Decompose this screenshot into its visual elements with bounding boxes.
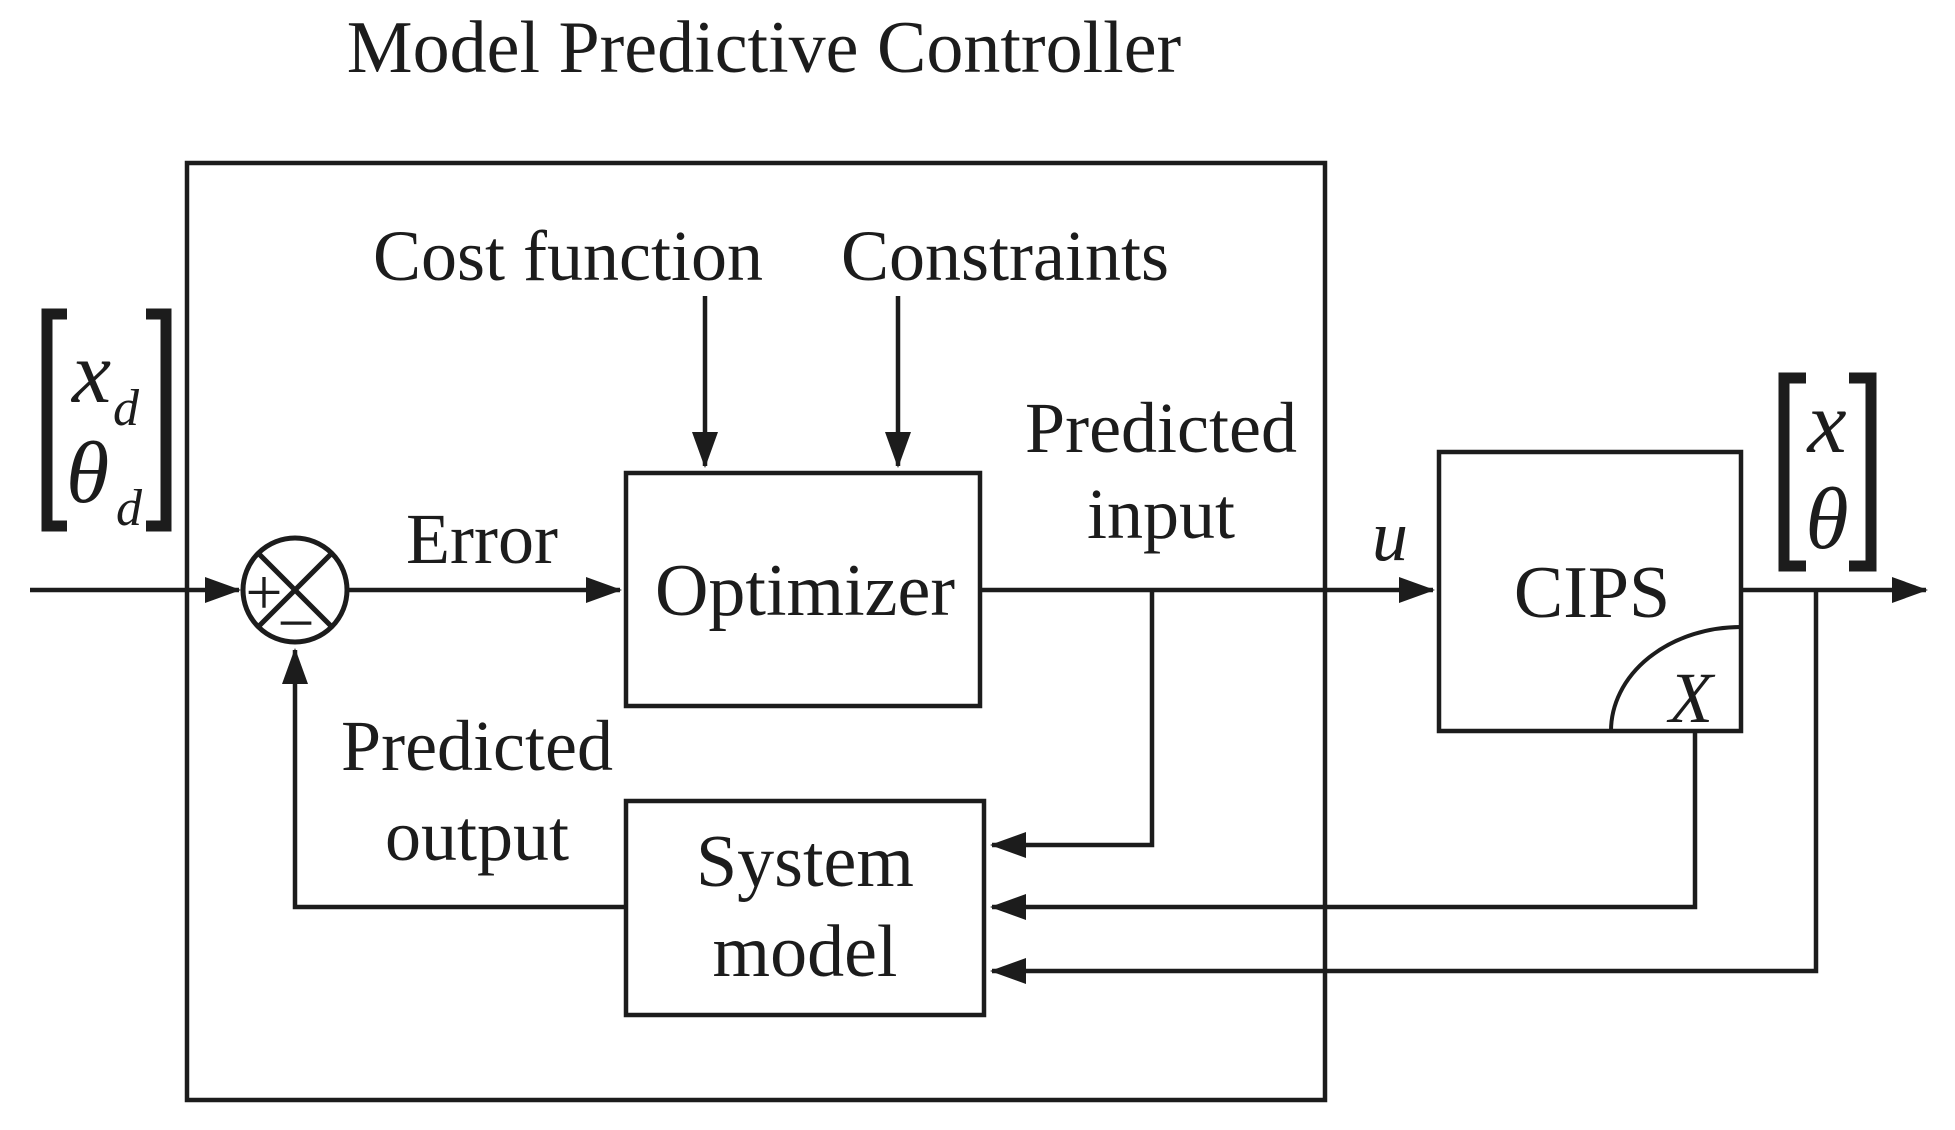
optimizer-label: Optimizer	[655, 550, 955, 632]
input-vector-row1: x	[70, 325, 111, 422]
input-vector-row1-subscript: d	[113, 380, 140, 437]
predicted-output-label: Predicted output	[341, 706, 613, 876]
input-vector-row2-subscript: d	[116, 480, 143, 537]
output-vector-row1: x	[1805, 375, 1846, 472]
mpc-boundary-box	[184, 160, 1328, 1103]
input-vector: x d θ d	[41, 308, 172, 537]
cost-function-label: Cost function	[373, 216, 763, 296]
cips-corner-arc	[1609, 625, 1742, 732]
state-feedback-arrow	[990, 731, 1698, 920]
predicted-output-feedback-arrow	[282, 648, 626, 910]
plus-sign: +	[245, 556, 282, 629]
system-model-label-line2: model	[713, 911, 898, 993]
output-vector-left-bracket	[1778, 372, 1806, 572]
predicted-output-label-line1: Predicted	[341, 706, 613, 786]
predicted-input-label-line1: Predicted	[1025, 388, 1297, 468]
predicted-input-label-line2: input	[1087, 474, 1235, 554]
output-vector-row2: θ	[1805, 471, 1848, 568]
error-label: Error	[406, 499, 558, 579]
diagram-title: Model Predictive Controller	[347, 7, 1181, 89]
input-vector-right-bracket	[146, 308, 172, 532]
output-feedback-arrow	[990, 590, 1819, 984]
cips-label: CIPS	[1514, 552, 1670, 634]
state-output-label: X	[1666, 658, 1716, 738]
minus-sign: −	[277, 587, 314, 660]
output-vector-right-bracket	[1849, 372, 1877, 572]
summing-junction-cross-2	[256, 551, 334, 629]
control-input-label: u	[1372, 496, 1408, 576]
summing-junction: + −	[240, 535, 350, 660]
input-vector-left-bracket	[41, 308, 67, 532]
system-model-label-line1: System	[696, 821, 914, 903]
predicted-output-label-line2: output	[385, 796, 569, 876]
predicted-input-label: Predicted input	[1025, 388, 1297, 554]
output-vector: x θ	[1778, 372, 1877, 572]
constraints-label: Constraints	[841, 216, 1169, 296]
predicted-input-feedback-arrow	[990, 590, 1155, 858]
input-vector-row2: θ	[66, 425, 109, 522]
